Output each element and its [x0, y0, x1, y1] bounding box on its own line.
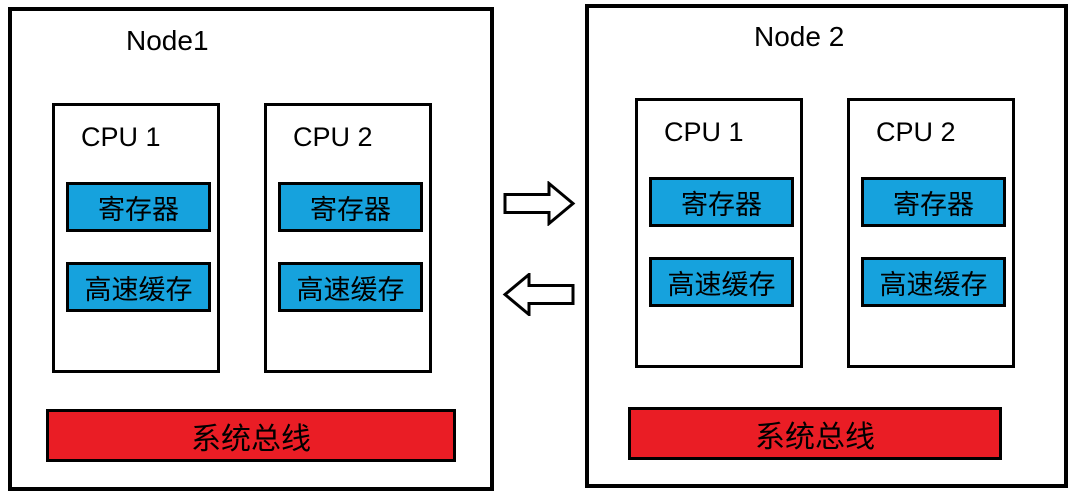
node2-box: Node 2 CPU 1 寄存器 高速缓存 CPU 2 寄存器 高速缓存 系统总…: [585, 4, 1068, 488]
cache-box: 高速缓存: [861, 257, 1006, 307]
cpu-box: CPU 2 寄存器 高速缓存: [264, 103, 432, 373]
register-box: 寄存器: [278, 182, 423, 232]
register-label: 寄存器: [893, 189, 974, 220]
cpu-label: CPU 1: [664, 117, 744, 147]
node1-box: Node1 CPU 1 寄存器 高速缓存 CPU 2 寄存器 高速缓存 系统总线: [8, 7, 494, 491]
cache-box: 高速缓存: [649, 257, 794, 307]
cache-label: 高速缓存: [879, 269, 988, 300]
system-bus-label: 系统总线: [191, 422, 311, 456]
register-box: 寄存器: [649, 177, 794, 227]
system-bus: 系统总线: [46, 409, 456, 462]
register-label: 寄存器: [681, 189, 762, 220]
cpu-box: CPU 1 寄存器 高速缓存: [52, 103, 220, 373]
register-label: 寄存器: [310, 194, 391, 225]
register-label: 寄存器: [98, 194, 179, 225]
cache-label: 高速缓存: [667, 269, 776, 300]
cpu-label: CPU 2: [293, 122, 373, 152]
cpu-label: CPU 1: [81, 122, 161, 152]
node-title: Node1: [126, 25, 209, 56]
system-bus-label: 系统总线: [755, 420, 875, 454]
cache-box: 高速缓存: [66, 262, 211, 312]
register-box: 寄存器: [66, 182, 211, 232]
cpu-label: CPU 2: [876, 117, 956, 147]
register-box: 寄存器: [861, 177, 1006, 227]
cpu-box: CPU 1 寄存器 高速缓存: [635, 98, 803, 368]
node-title: Node 2: [754, 21, 845, 52]
cache-label: 高速缓存: [296, 274, 405, 305]
cpu-box: CPU 2 寄存器 高速缓存: [847, 98, 1015, 368]
cache-box: 高速缓存: [278, 262, 423, 312]
system-bus: 系统总线: [628, 407, 1002, 460]
arrow-right-icon: [503, 180, 576, 227]
cache-label: 高速缓存: [84, 274, 193, 305]
arrow-left-icon: [501, 271, 575, 318]
